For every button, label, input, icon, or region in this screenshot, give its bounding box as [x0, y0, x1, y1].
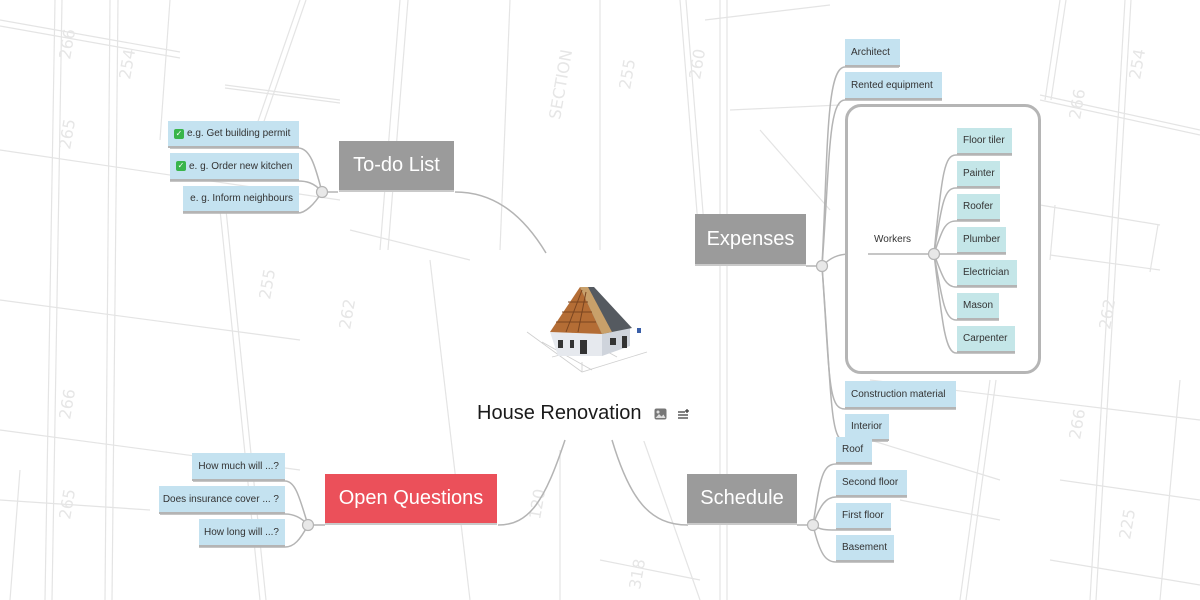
topic-label: Open Questions — [338, 487, 484, 509]
worker-item-plumber[interactable]: Plumber — [957, 227, 1006, 254]
checkbox-checked-icon[interactable]: ✓ — [174, 128, 184, 139]
schedule-item-first-floor[interactable]: First floor — [836, 503, 891, 530]
worker-item-roofer[interactable]: Roofer — [957, 194, 1000, 221]
schedule-item-label: Roof — [842, 444, 864, 455]
svg-text:266: 266 — [55, 387, 79, 420]
expense-item-architect[interactable]: Architect — [845, 39, 900, 67]
topic-label: Schedule — [700, 487, 784, 509]
todo-item-label: e. g. Inform neighbours — [190, 193, 293, 204]
svg-text:SECTION: SECTION — [545, 48, 576, 121]
expense-item-label: Architect — [851, 46, 890, 58]
schedule-item-label: Second floor — [842, 477, 899, 488]
svg-text:262: 262 — [1095, 297, 1119, 330]
central-topic-title[interactable]: House Renovation — [477, 402, 642, 424]
todo-item[interactable]: ✓e.g. Get building permit — [168, 121, 299, 148]
svg-text:262: 262 — [335, 297, 359, 330]
question-item[interactable]: Does insurance cover ... ? — [159, 486, 285, 514]
worker-item-label: Electrician — [963, 267, 1010, 278]
svg-text:255: 255 — [255, 267, 279, 300]
schedule-item-label: Basement — [842, 542, 888, 553]
svg-text:266: 266 — [55, 27, 79, 60]
worker-item-label: Mason — [963, 300, 994, 311]
topic-expenses[interactable]: Expenses — [695, 214, 806, 264]
svg-text:225: 225 — [1115, 507, 1139, 540]
expense-item-construction-material[interactable]: Construction material — [845, 381, 956, 409]
svg-text:265: 265 — [55, 487, 79, 520]
image-icon[interactable] — [654, 408, 667, 420]
svg-text:120: 120 — [525, 487, 549, 520]
worker-item-floor-tiler[interactable]: Floor tiler — [957, 128, 1012, 155]
expense-item-label: Interior — [851, 421, 883, 432]
svg-text:254: 254 — [115, 47, 139, 80]
worker-item-label: Floor tiler — [963, 135, 1005, 146]
house-construction-image — [526, 287, 648, 373]
svg-text:266: 266 — [1065, 407, 1089, 440]
svg-text:265: 265 — [55, 117, 79, 150]
question-item-label: How long will ...? — [203, 526, 279, 538]
worker-item-painter[interactable]: Painter — [957, 161, 1000, 188]
worker-item-label: Carpenter — [963, 333, 1008, 344]
worker-item-label: Plumber — [963, 234, 1001, 245]
expense-item-rented-equipment[interactable]: Rented equipment — [845, 72, 942, 100]
todo-item[interactable]: e. g. Inform neighbours — [183, 186, 299, 213]
todo-item-label: e. g. Order new kitchen — [189, 160, 293, 172]
notes-icon[interactable] — [677, 408, 690, 420]
topic-open-questions[interactable]: Open Questions — [325, 474, 497, 523]
question-item[interactable]: How long will ...? — [199, 519, 285, 547]
worker-item-label: Roofer — [963, 201, 994, 212]
schedule-item-label: First floor — [842, 510, 884, 521]
question-item[interactable]: How much will ...? — [192, 453, 285, 481]
svg-text:318: 318 — [625, 557, 649, 590]
todo-item[interactable]: ✓e. g. Order new kitchen — [170, 153, 299, 181]
svg-text:260: 260 — [685, 47, 709, 80]
worker-item-label: Painter — [963, 168, 995, 179]
schedule-item-second-floor[interactable]: Second floor — [836, 470, 907, 497]
expense-item-label: Construction material — [851, 388, 946, 400]
topic-todo-list[interactable]: To-do List — [339, 141, 454, 190]
svg-text:255: 255 — [615, 57, 639, 90]
checkbox-checked-icon[interactable]: ✓ — [176, 161, 186, 171]
schedule-item-basement[interactable]: Basement — [836, 535, 894, 562]
schedule-item-roof[interactable]: Roof — [836, 437, 872, 464]
topic-label: Expenses — [706, 227, 795, 250]
svg-text:266: 266 — [1065, 87, 1089, 120]
question-item-label: Does insurance cover ... ? — [162, 493, 279, 505]
topic-schedule[interactable]: Schedule — [687, 474, 797, 523]
worker-item-electrician[interactable]: Electrician — [957, 260, 1017, 287]
expense-item-label: Rented equipment — [851, 79, 933, 91]
worker-item-carpenter[interactable]: Carpenter — [957, 326, 1015, 353]
question-item-label: How much will ...? — [198, 460, 279, 472]
todo-item-label: e.g. Get building permit — [187, 128, 291, 139]
svg-text:254: 254 — [1125, 47, 1149, 80]
worker-item-mason[interactable]: Mason — [957, 293, 999, 320]
topic-label: To-do List — [353, 154, 440, 176]
expense-item-workers[interactable]: Workers — [874, 234, 912, 245]
